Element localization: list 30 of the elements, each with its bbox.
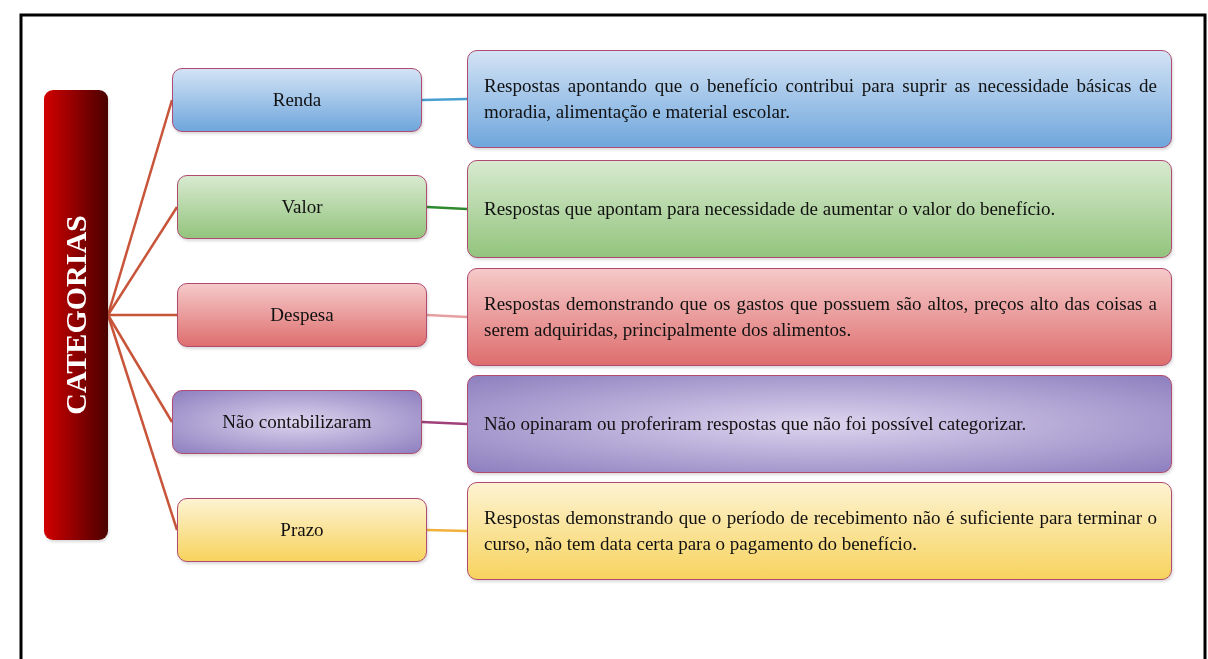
category-label: Não contabilizaram <box>222 411 372 433</box>
connector-line <box>426 205 468 211</box>
category-box <box>172 68 422 132</box>
description-text: Respostas demonstrando que o período de recebimento não é suficiente para terminar o curso, não tem data certa para o pagamento do benefício. <box>484 506 1157 556</box>
description-text: Respostas demonstrando que os gastos que possuem são altos, preços alto das coisas a serem adquiridas, principalmente dos alimentos. <box>484 292 1157 342</box>
connector-line <box>106 314 174 423</box>
title-text: CATEGORIAS <box>59 215 93 415</box>
description-text: Respostas apontando que o benefício contribui para suprir as necessidade básicas de moradia, alimentação e material escolar. <box>484 74 1157 124</box>
connector-line <box>426 528 468 533</box>
description-box <box>467 160 1172 258</box>
category-box <box>172 390 422 454</box>
category-label: Valor <box>281 196 323 218</box>
description-box <box>467 268 1172 366</box>
category-title-bar <box>44 90 108 540</box>
connector-line <box>108 313 177 317</box>
connector-line <box>106 206 179 316</box>
connector-line <box>426 313 468 319</box>
category-box <box>177 498 427 562</box>
category-box <box>177 175 427 239</box>
connector-line <box>421 97 468 102</box>
description-text: Não opinaram ou proferiram respostas que não foi possível categorizar. <box>484 412 1028 437</box>
category-label: Renda <box>272 89 322 111</box>
description-box <box>467 482 1172 580</box>
category-label: Despesa <box>270 304 334 326</box>
category-box <box>177 283 427 347</box>
category-label: Prazo <box>280 519 324 541</box>
description-box <box>467 50 1172 148</box>
description-box <box>467 375 1172 473</box>
description-text: Respostas que apontam para necessidade de aumentar o valor do benefício. <box>484 197 1057 222</box>
connector-line <box>421 420 468 426</box>
